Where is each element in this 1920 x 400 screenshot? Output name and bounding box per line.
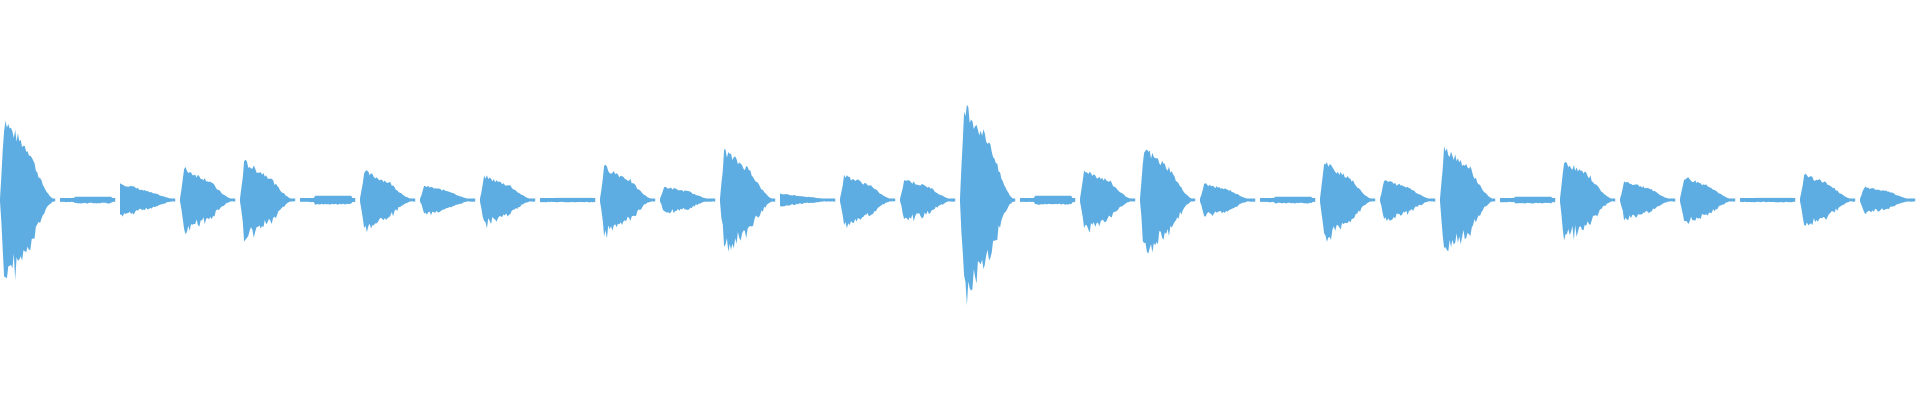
waveform-burst (1680, 177, 1736, 225)
waveform-burst (1380, 180, 1436, 222)
waveform-burst (600, 164, 656, 239)
waveform-burst (300, 195, 356, 205)
waveform-burst (420, 185, 476, 216)
waveform-burst (1020, 195, 1076, 205)
waveform-burst (840, 174, 896, 229)
waveform-burst (720, 149, 776, 252)
waveform-burst (1320, 162, 1376, 242)
waveform-burst (0, 120, 56, 281)
waveform-burst (1260, 196, 1316, 204)
waveform-bursts (0, 104, 1916, 306)
waveform-burst (180, 166, 236, 235)
waveform-burst (1740, 197, 1796, 203)
waveform-burst (120, 183, 176, 217)
waveform-burst (1200, 183, 1256, 217)
waveform-burst (1860, 186, 1916, 215)
waveform-burst (360, 170, 416, 233)
waveform-burst (1800, 173, 1856, 226)
waveform-burst (1440, 146, 1496, 252)
waveform-burst (900, 180, 956, 222)
waveform-burst (1140, 149, 1196, 254)
waveform-burst (60, 196, 116, 204)
waveform-burst (1500, 196, 1556, 204)
waveform-burst (1620, 181, 1676, 221)
waveform-burst (540, 197, 596, 203)
waveform-burst (1560, 161, 1616, 241)
waveform-burst (480, 175, 536, 229)
waveform-burst (660, 186, 716, 214)
waveform-burst (1080, 170, 1136, 233)
waveform-burst (960, 104, 1016, 306)
waveform-burst (240, 159, 296, 242)
waveform-burst (780, 193, 836, 207)
